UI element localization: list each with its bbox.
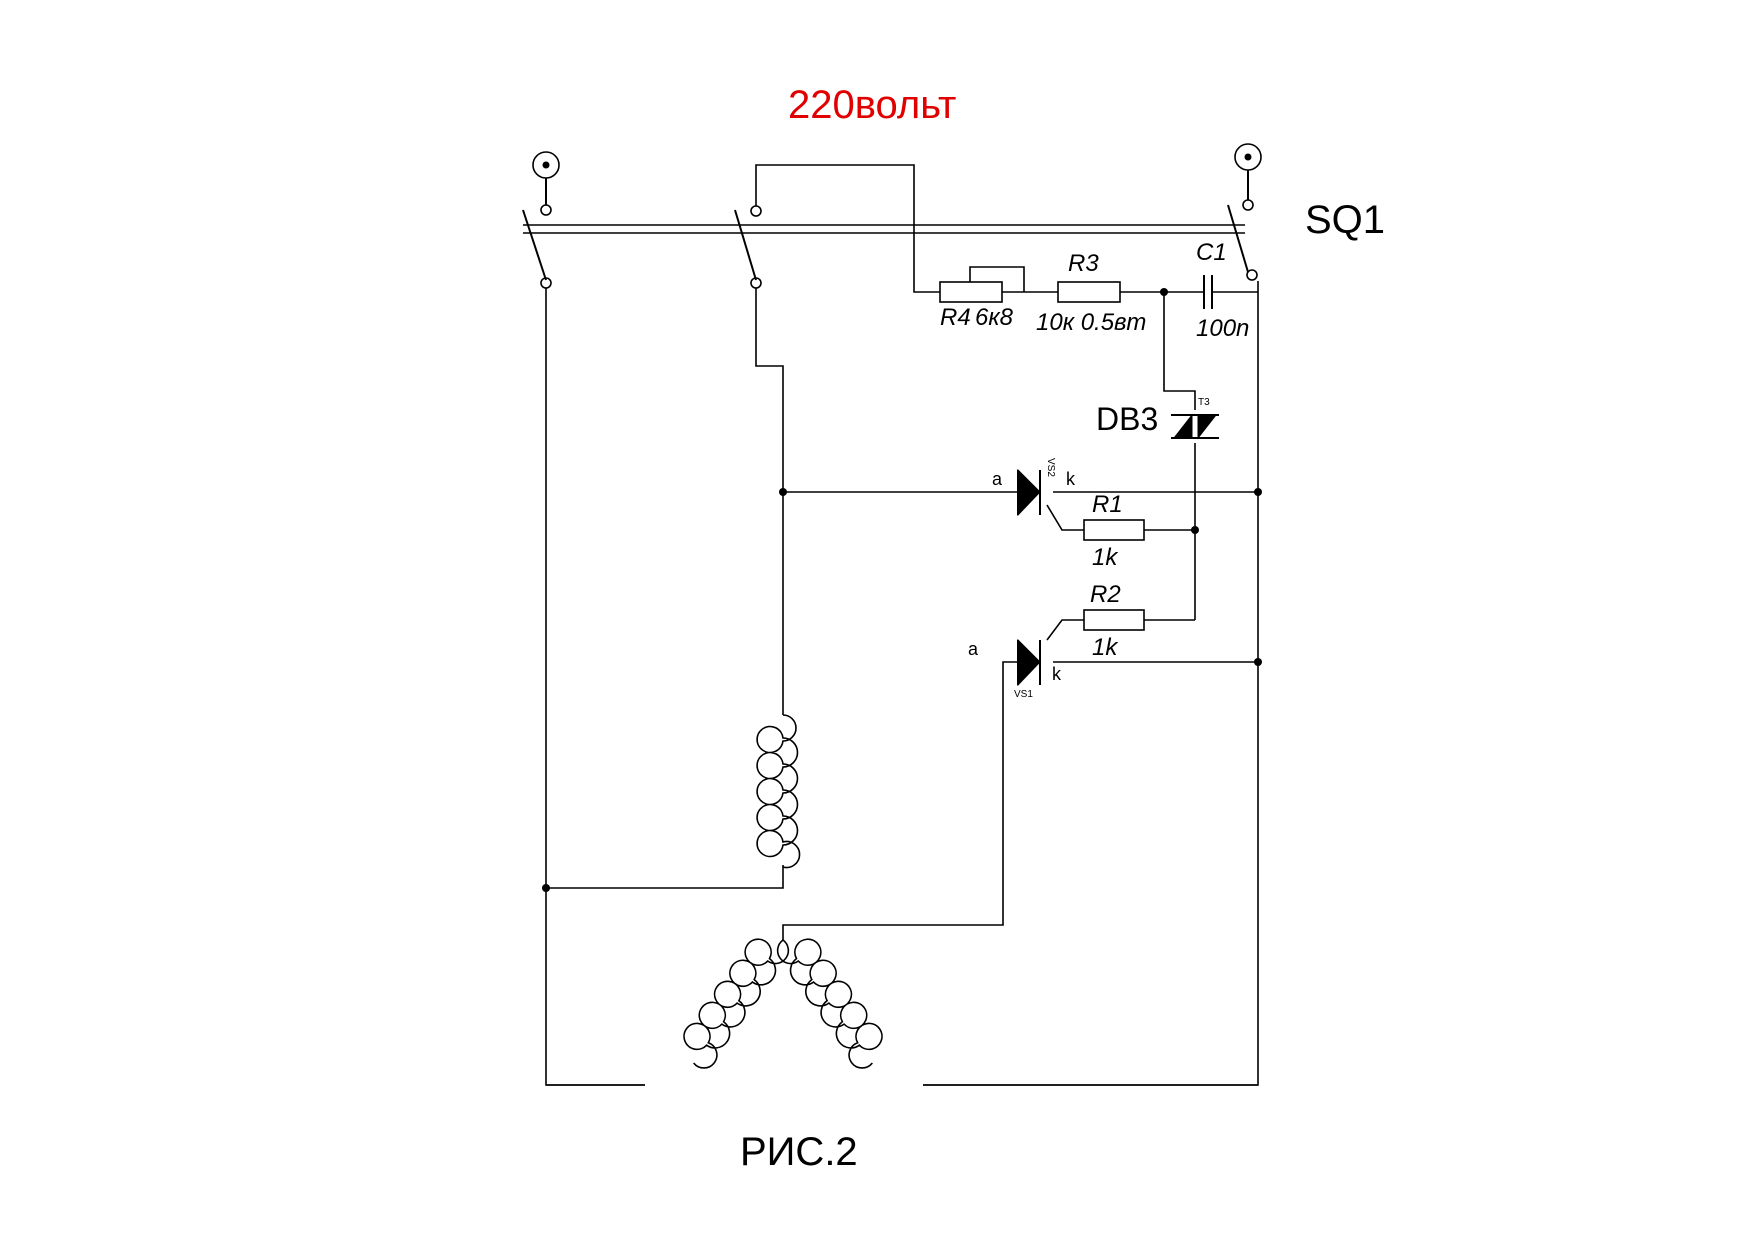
figure-label: РИС.2 <box>740 1130 858 1174</box>
switch-label: SQ1 <box>1305 198 1385 242</box>
r4-ref: R4 <box>940 304 971 331</box>
resistor-r2: R2 1k <box>1083 581 1145 661</box>
coil-inductor <box>756 714 801 869</box>
r3-value: 10к 0.5вт <box>1036 309 1146 336</box>
db3-label: DB3 <box>1096 401 1158 437</box>
resistor-r4: R4 6к8 <box>939 281 1014 331</box>
vs1-ref: VS1 <box>1014 689 1033 700</box>
thyristor-vs1: a k VS1 <box>968 638 1062 700</box>
voltage-label: 220вольт <box>788 83 956 127</box>
vs1-cathode: k <box>1052 664 1062 684</box>
diac-db3: DB3 T3 <box>1096 397 1219 440</box>
r4-value: 6к8 <box>975 304 1014 331</box>
vs2-cathode: k <box>1066 469 1076 489</box>
thyristor-vs2: a k VS2 <box>992 458 1076 517</box>
vs2-ref: VS2 <box>1045 458 1056 477</box>
r2-value: 1k <box>1092 634 1119 661</box>
r2-ref: R2 <box>1090 581 1121 608</box>
motor-windings <box>546 938 1258 1086</box>
resistor-r3: R3 10к 0.5вт <box>1036 250 1146 336</box>
c1-ref: C1 <box>1196 239 1227 266</box>
r1-value: 1k <box>1092 544 1119 571</box>
resistor-r1: R1 1k <box>1083 491 1145 571</box>
vs1-anode: a <box>968 639 979 659</box>
vs2-anode: a <box>992 469 1003 489</box>
r3-ref: R3 <box>1068 250 1099 277</box>
r1-ref: R1 <box>1092 491 1123 518</box>
wiring <box>545 164 1259 1086</box>
db3-pin-label: T3 <box>1198 397 1210 408</box>
capacitor-c1: C1 100n <box>1196 239 1249 342</box>
junctions <box>542 288 1262 892</box>
c1-value: 100n <box>1196 315 1249 342</box>
